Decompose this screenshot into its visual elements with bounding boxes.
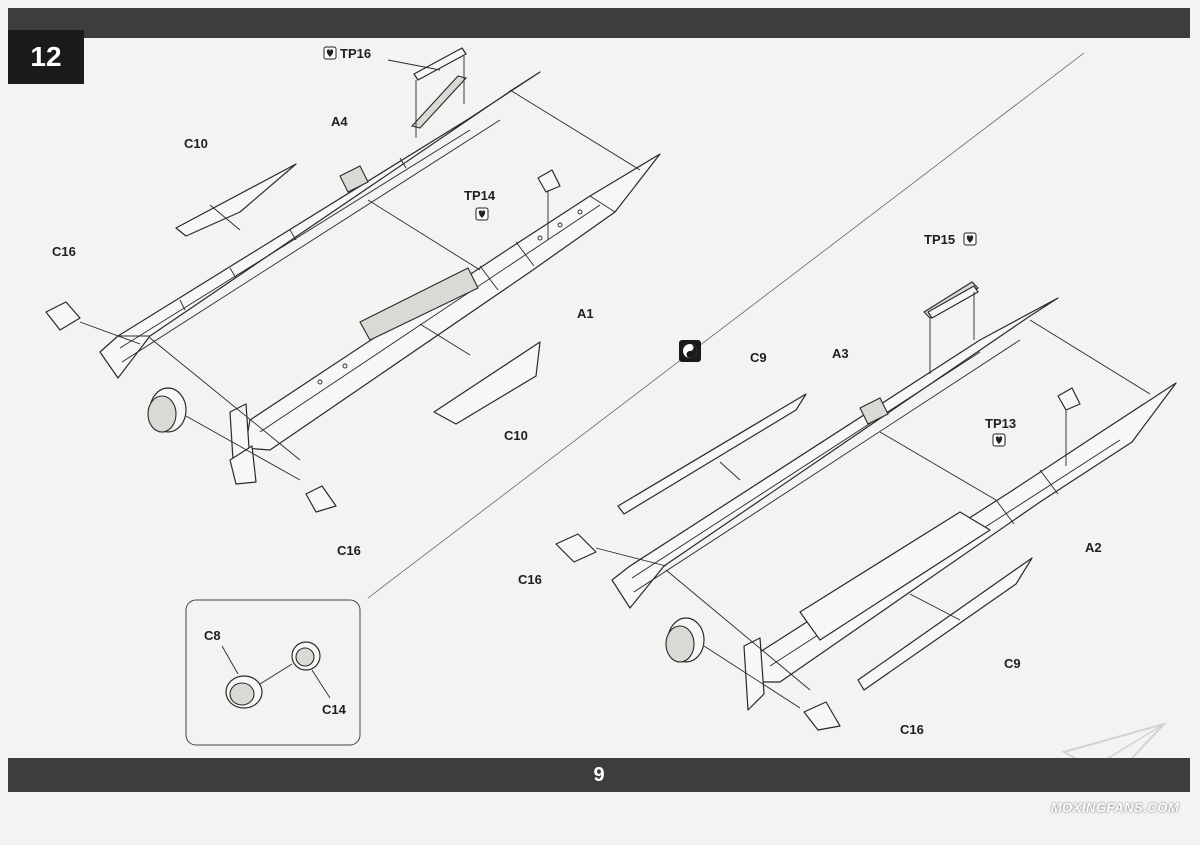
callout-c10-top: C10 [184,136,208,151]
glue-icon [323,46,337,60]
part-c16-left [45,301,81,331]
callout-tp13: TP13 [985,416,1016,431]
yin-yang-option-icon [679,340,701,362]
callout-c14: C14 [322,702,347,717]
part-tp14 [537,169,561,193]
callout-c16-bottom: C16 [900,722,924,737]
callout-a2: A2 [1085,540,1102,555]
bottom-banner: 9 [8,758,1190,792]
callout-a1: A1 [577,306,594,321]
part-c16-right [555,533,597,563]
top-banner [8,8,1190,38]
fin-c10-top [175,163,297,237]
callout-c16-lower: C16 [337,543,361,558]
missile-half-shell-a4 [99,71,541,379]
fin-c9-lower [857,557,1033,691]
part-tp15 [927,285,979,319]
missile-body-a1 [229,153,661,485]
glue-icon [963,232,977,246]
callout-c16-right: C16 [518,572,542,587]
watermark-text: MOXINGFANS.COM [1050,800,1180,815]
callout-c16-left: C16 [52,244,76,259]
nozzle-ring-right [665,617,705,663]
callout-c8: C8 [204,628,221,643]
callout-c9-top: C9 [750,350,767,365]
divider-line [367,52,1085,599]
callout-tp16: TP16 [340,46,371,61]
callout-a4: A4 [331,114,348,129]
inset-detail-box [185,599,361,746]
glue-icon [475,207,489,221]
callout-tp14: TP14 [464,188,496,203]
fin-c9-top [617,393,807,515]
page-number: 9 [593,763,605,786]
part-tp16 [413,47,467,81]
part-c16-bottom [803,701,841,731]
callout-c9-lower: C9 [1004,656,1021,671]
missile-half-shell-a3 [611,281,1059,609]
callout-a3: A3 [832,346,849,361]
glue-icon [992,433,1006,447]
missile-body-a2 [743,382,1177,711]
nozzle-ring-left [147,387,187,433]
step-number: 12 [30,41,62,72]
callout-c10-lower: C10 [504,428,528,443]
part-tp13 [1057,387,1081,411]
callout-tp15: TP15 [924,232,955,247]
step-number-box: 12 [8,30,84,84]
fin-c10-lower [433,341,541,425]
part-c16-lower [305,485,337,513]
